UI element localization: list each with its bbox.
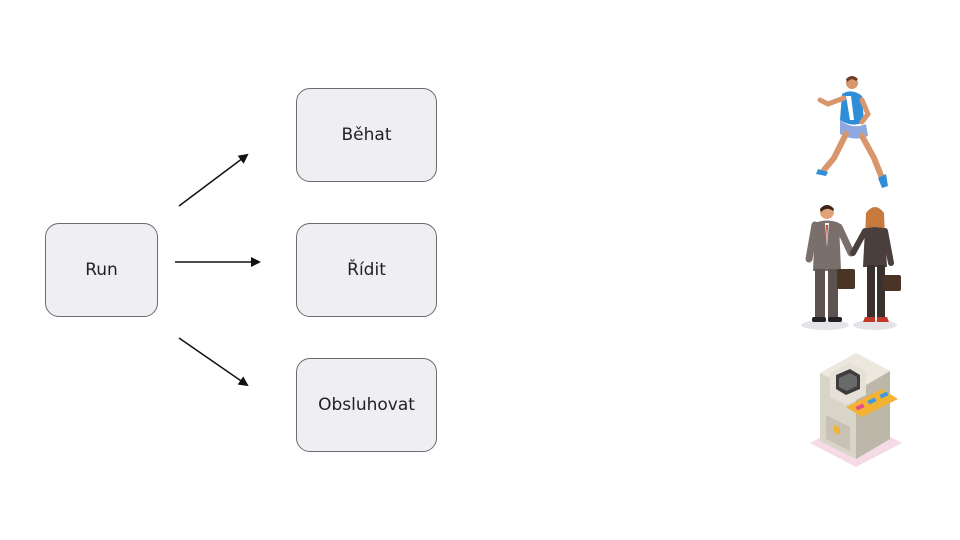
- target-node-label: Řídit: [347, 260, 386, 280]
- machine-icon: [810, 353, 902, 467]
- target-node-label: Běhat: [341, 125, 392, 145]
- arrow-up: [178, 153, 249, 207]
- source-node: Run: [45, 223, 158, 317]
- arrow-down: [178, 337, 249, 387]
- runner-icon: [816, 76, 888, 188]
- target-node-label: Obsluhovat: [318, 395, 415, 415]
- target-node-obsluhovat: Obsluhovat: [296, 358, 437, 452]
- business-people-icon: [801, 205, 901, 330]
- target-node-ridit: Řídit: [296, 223, 437, 317]
- source-node-label: Run: [85, 260, 118, 280]
- target-node-behat: Běhat: [296, 88, 437, 182]
